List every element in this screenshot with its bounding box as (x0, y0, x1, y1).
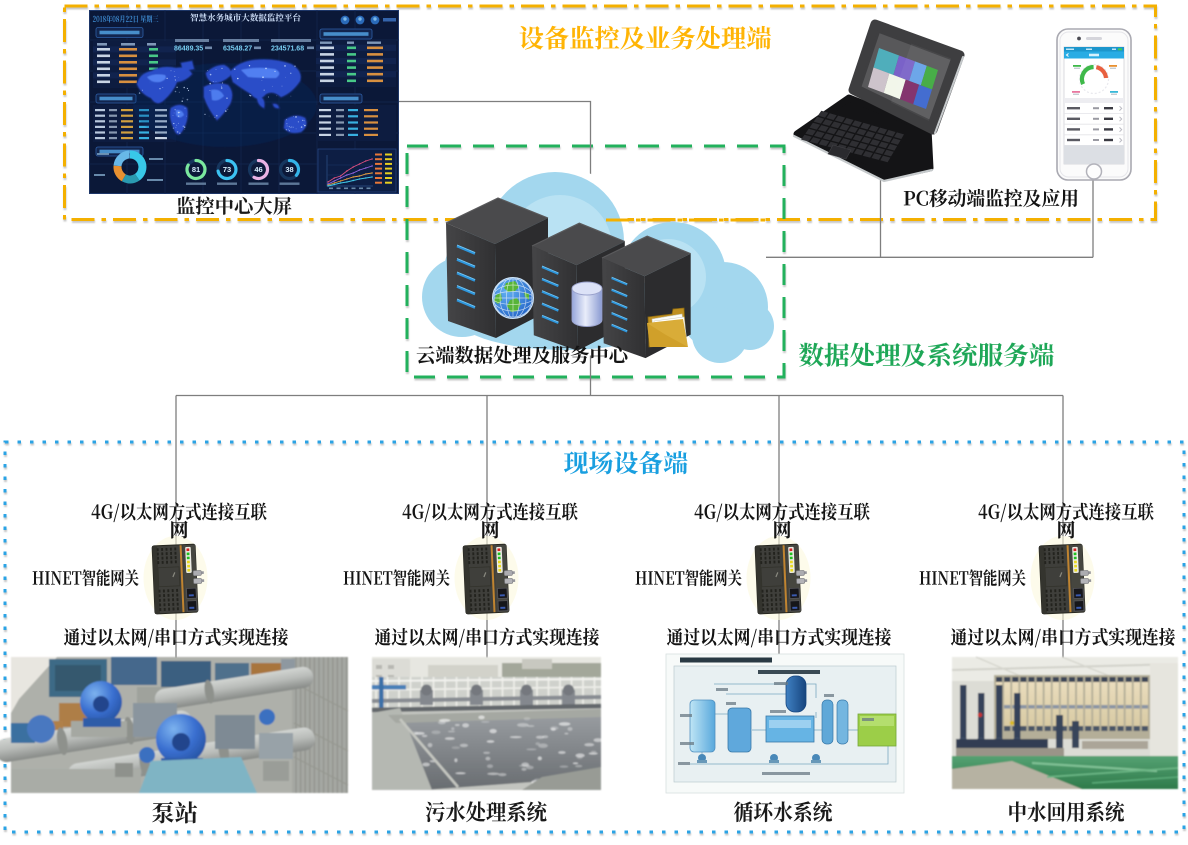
svg-text:86489.35: 86489.35 (174, 46, 203, 53)
svg-text:46: 46 (254, 165, 262, 174)
svg-text:73: 73 (223, 165, 231, 174)
svg-text:81: 81 (192, 165, 200, 174)
svg-text:234571.68: 234571.68 (271, 46, 304, 53)
svg-text:63548.27: 63548.27 (223, 46, 252, 53)
svg-text:38: 38 (285, 165, 293, 174)
